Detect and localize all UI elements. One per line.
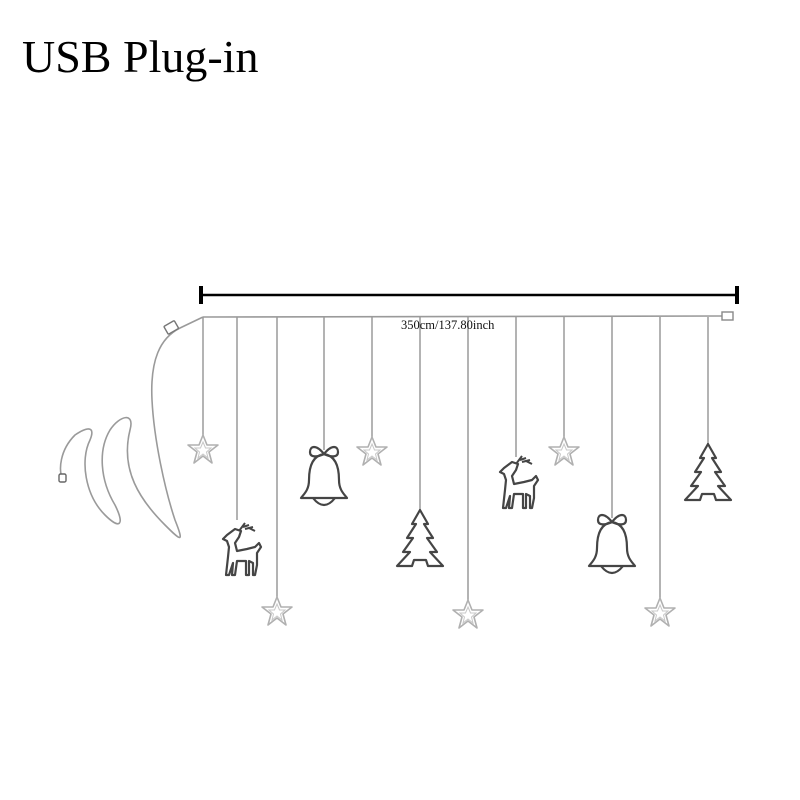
usb-plug-icon [58,473,67,483]
tree-ornament-icon [395,508,445,568]
dimension-label: 350cm/137.80inch [401,318,495,332]
dimension-line [199,286,739,304]
tree-ornament-icon [683,442,733,502]
reindeer-ornament-icon [221,521,263,577]
end-cap-icon [721,311,734,321]
bell-ornament-icon [299,445,349,507]
star-ornament-icon [187,434,219,464]
reindeer-ornament-icon [498,454,540,510]
bell-ornament-icon [587,513,637,575]
star-ornament-icon [548,436,580,466]
controller-box-icon [163,320,180,335]
strands [202,317,709,600]
star-ornament-icon [452,599,484,629]
top-wire [202,315,723,318]
usb-power-cord [59,316,204,539]
star-ornament-icon [356,436,388,466]
star-ornament-icon [261,596,293,626]
star-ornament-icon [644,597,676,627]
diagram-title: USB Plug-in [22,31,259,82]
